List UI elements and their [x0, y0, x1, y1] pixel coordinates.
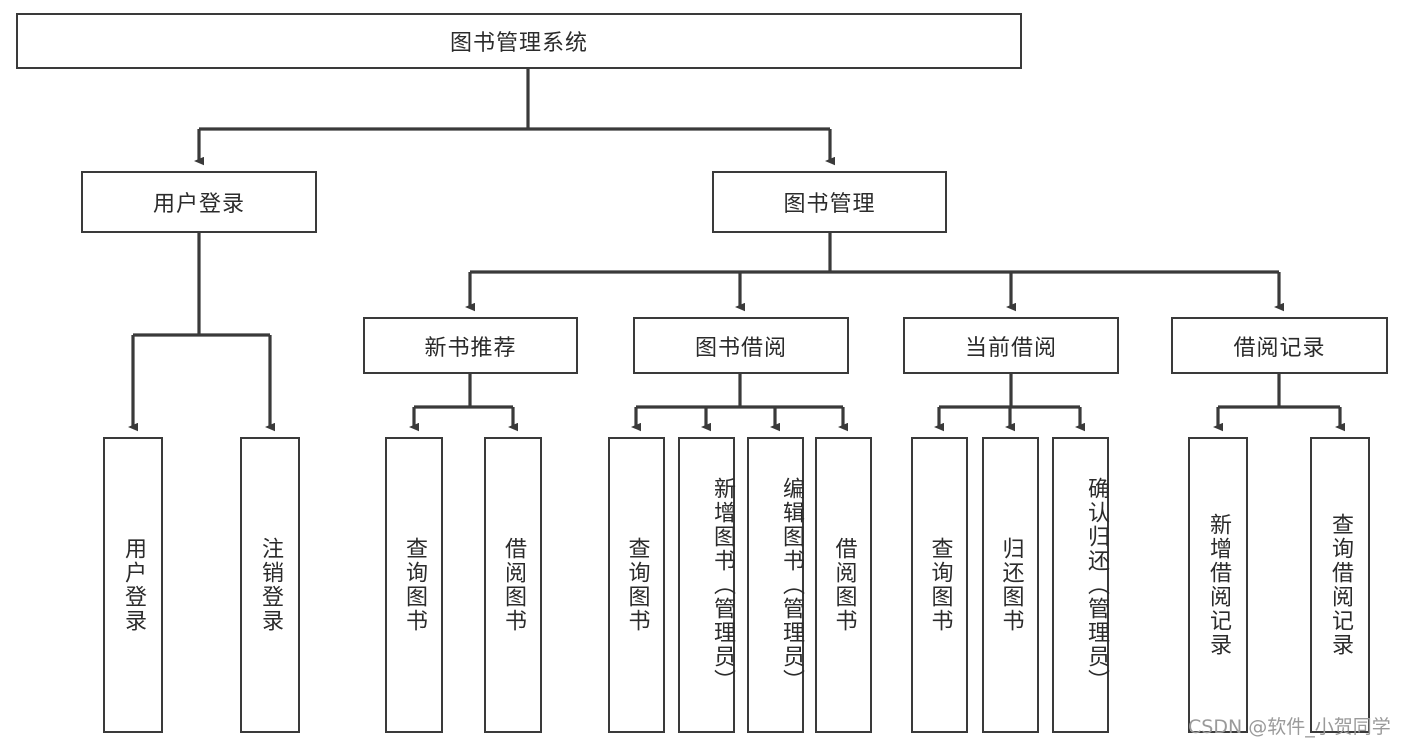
node-book-borrow-label: 图书借阅: [694, 335, 787, 361]
leaf-borrow-book-recommend-label: 借阅图书: [501, 537, 526, 633]
leaf-query-book-recommend[interactable]: 查询图书: [385, 437, 443, 733]
leaf-logout-label: 注销登录: [258, 537, 283, 633]
leaf-query-book-current[interactable]: 查询图书: [911, 437, 968, 733]
node-new-book-recommend[interactable]: 新书推荐: [363, 317, 578, 374]
leaf-borrow-book-label: 借阅图书: [831, 537, 857, 633]
leaf-borrow-book-recommend[interactable]: 借阅图书: [484, 437, 542, 733]
leaf-edit-book-admin[interactable]: 编辑图书（管理员）: [747, 437, 804, 733]
leaf-return-book[interactable]: 归还图书: [982, 437, 1039, 733]
leaf-query-book-recommend-label: 查询图书: [402, 537, 427, 633]
leaf-add-book-admin-label: 新增图书（管理员）: [710, 477, 735, 693]
leaf-add-borrow-record[interactable]: 新增借阅记录: [1188, 437, 1248, 733]
leaf-query-book-borrow-label: 查询图书: [624, 537, 650, 633]
node-borrow-records-label: 借阅记录: [1233, 335, 1326, 361]
node-root[interactable]: 图书管理系统: [16, 13, 1022, 69]
node-current-borrow[interactable]: 当前借阅: [903, 317, 1119, 374]
leaf-query-book-current-label: 查询图书: [927, 537, 953, 633]
node-root-label: 图书管理系统: [449, 31, 588, 56]
leaf-user-login-label: 用户登录: [121, 537, 146, 633]
leaf-add-borrow-record-label: 新增借阅记录: [1206, 513, 1231, 657]
leaf-borrow-book[interactable]: 借阅图书: [815, 437, 872, 733]
leaf-user-login[interactable]: 用户登录: [103, 437, 163, 733]
node-book-borrow[interactable]: 图书借阅: [633, 317, 849, 374]
leaf-query-borrow-record-label: 查询借阅记录: [1328, 513, 1353, 657]
leaf-add-book-admin[interactable]: 新增图书（管理员）: [678, 437, 735, 733]
leaf-query-borrow-record[interactable]: 查询借阅记录: [1310, 437, 1370, 733]
leaf-confirm-return-admin-label: 确认归还（管理员）: [1084, 477, 1109, 693]
node-book-management[interactable]: 图书管理: [712, 171, 947, 233]
node-user-login[interactable]: 用户登录: [81, 171, 317, 233]
leaf-edit-book-admin-label: 编辑图书（管理员）: [779, 477, 804, 693]
node-user-login-label: 用户登录: [152, 192, 245, 217]
node-current-borrow-label: 当前借阅: [964, 335, 1057, 361]
leaf-confirm-return-admin[interactable]: 确认归还（管理员）: [1052, 437, 1109, 733]
node-book-management-label: 图书管理: [783, 192, 876, 217]
node-new-book-recommend-label: 新书推荐: [424, 335, 517, 361]
leaf-logout[interactable]: 注销登录: [240, 437, 300, 733]
leaf-query-book-borrow[interactable]: 查询图书: [608, 437, 665, 733]
leaf-return-book-label: 归还图书: [998, 537, 1024, 633]
node-borrow-records[interactable]: 借阅记录: [1171, 317, 1388, 374]
watermark: CSDN @软件_小贺同学: [1188, 716, 1391, 738]
